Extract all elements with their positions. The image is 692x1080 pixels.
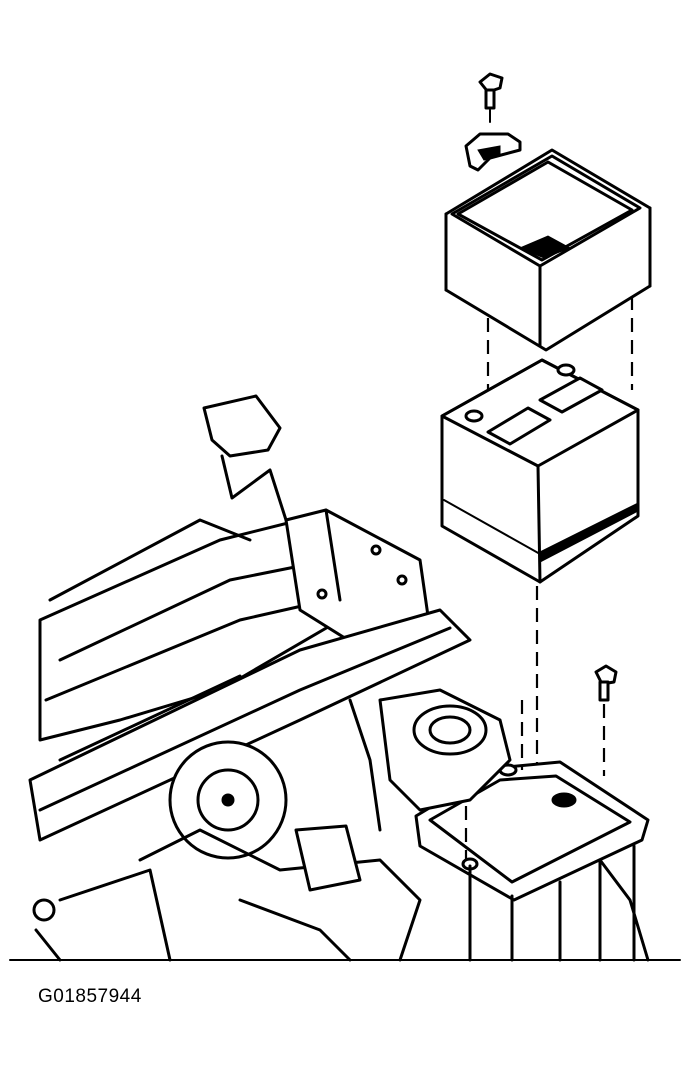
battery-terminal-cover: [538, 376, 604, 414]
battery-terminal-cover: [486, 406, 552, 446]
hold-down-bolt: [478, 72, 504, 123]
hold-down-clamp: [464, 132, 522, 172]
tray-bolt: [594, 664, 618, 702]
figure-id-label: G01857944: [38, 986, 142, 1007]
engine-compartment: [9, 394, 681, 962]
battery-insulator-box: [444, 148, 652, 352]
battery-terminal-post: [556, 363, 576, 377]
tray-mounting-hole: [551, 792, 577, 808]
battery: [440, 358, 640, 584]
battery-terminal-post: [464, 409, 484, 423]
